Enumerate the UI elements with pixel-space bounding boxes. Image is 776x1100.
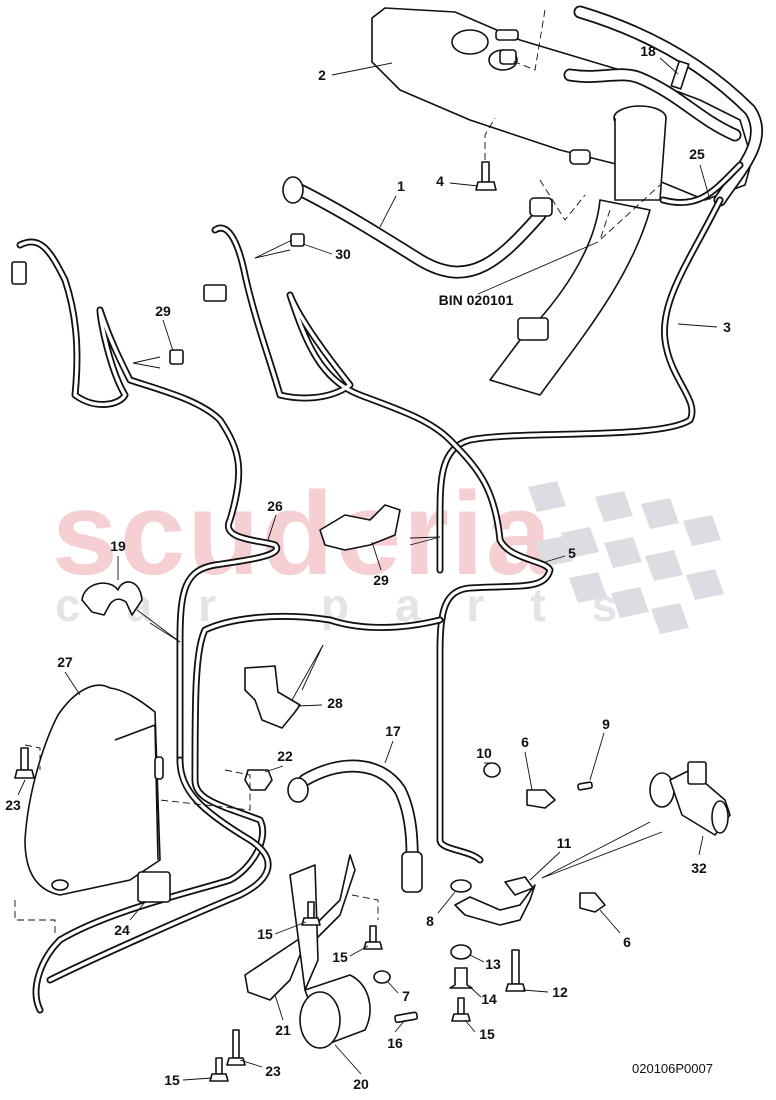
fuel-hose-1 bbox=[282, 176, 553, 279]
pipe-end-connector bbox=[11, 261, 27, 285]
clip-29 bbox=[169, 349, 184, 365]
callout-29: 29 bbox=[155, 303, 171, 319]
callout-28: 28 bbox=[327, 695, 343, 711]
pipe-end-connector bbox=[203, 284, 227, 302]
callout-24: 24 bbox=[114, 922, 130, 938]
callout-5: 5 bbox=[568, 545, 576, 561]
clip-6 bbox=[579, 892, 606, 913]
filler-neck bbox=[489, 199, 651, 396]
callout-15: 15 bbox=[257, 926, 273, 942]
callout-9: 9 bbox=[602, 716, 610, 732]
callout-15: 15 bbox=[164, 1072, 180, 1088]
callout-11: 11 bbox=[556, 835, 572, 851]
leader-lines bbox=[17, 57, 718, 1081]
callout-8: 8 bbox=[426, 913, 434, 929]
assembly-dash-lines bbox=[14, 9, 661, 935]
callout-12: 12 bbox=[552, 984, 568, 1000]
callout-10: 10 bbox=[476, 745, 492, 761]
nut-22 bbox=[244, 769, 273, 791]
hose-17 bbox=[287, 759, 423, 893]
grommet-13 bbox=[450, 944, 472, 960]
callout-26: 26 bbox=[267, 498, 283, 514]
bolt-15 bbox=[209, 1057, 229, 1082]
clip-6 bbox=[526, 789, 556, 809]
charcoal-canister-27 bbox=[24, 684, 164, 896]
callout-22: 22 bbox=[277, 748, 293, 764]
callout-4: 4 bbox=[436, 173, 444, 189]
bolt-23 bbox=[14, 747, 35, 779]
screw-9 bbox=[577, 781, 593, 791]
callout-25: 25 bbox=[689, 146, 705, 162]
bolt-12 bbox=[505, 949, 526, 992]
callout-15: 15 bbox=[479, 1026, 495, 1042]
callout-16: 16 bbox=[387, 1035, 403, 1051]
clip-30 bbox=[290, 233, 305, 247]
callout-1: 1 bbox=[397, 178, 405, 194]
callout-27: 27 bbox=[57, 654, 73, 670]
checkered-flag-icon bbox=[528, 481, 724, 634]
bolt-23 bbox=[226, 1029, 246, 1066]
callout-3: 3 bbox=[723, 319, 731, 335]
label-sticker-18 bbox=[670, 60, 690, 90]
screw-16 bbox=[394, 1011, 418, 1024]
connector-32 bbox=[649, 761, 731, 836]
callout-20: 20 bbox=[353, 1076, 369, 1092]
callout-13: 13 bbox=[485, 956, 501, 972]
callout-15: 15 bbox=[332, 949, 348, 965]
callout-6: 6 bbox=[521, 734, 529, 750]
callout-29: 29 bbox=[373, 572, 389, 588]
pipe-clip-19 bbox=[81, 581, 143, 616]
callout-17: 17 bbox=[385, 723, 401, 739]
bolt-15 bbox=[451, 997, 471, 1022]
callout-14: 14 bbox=[481, 991, 497, 1007]
upper-hose-line bbox=[563, 5, 763, 207]
callout-7: 7 bbox=[402, 988, 410, 1004]
bolt-4 bbox=[475, 161, 497, 191]
drawing-code: 020106P0007 bbox=[632, 1061, 713, 1076]
cap-10 bbox=[483, 762, 501, 778]
bolt-15 bbox=[363, 925, 383, 950]
holder-28 bbox=[244, 665, 301, 729]
retainer-24 bbox=[137, 871, 171, 903]
fuel-tank bbox=[371, 7, 753, 201]
hose-clamp-7 bbox=[373, 970, 391, 984]
clip-29-bracket bbox=[319, 504, 401, 551]
fuel-filter-20 bbox=[299, 974, 371, 1049]
bolt-15 bbox=[301, 901, 321, 926]
callout-30: 30 bbox=[335, 246, 351, 262]
spacer-14 bbox=[449, 967, 473, 989]
callout-2: 2 bbox=[318, 67, 326, 83]
callout-19: 19 bbox=[110, 538, 126, 554]
callout-32: 32 bbox=[691, 860, 707, 876]
callout-6: 6 bbox=[623, 934, 631, 950]
reference-note: BIN 020101 bbox=[438, 292, 514, 308]
callout-23: 23 bbox=[265, 1063, 281, 1079]
callout-23: 23 bbox=[5, 797, 21, 813]
callout-18: 18 bbox=[640, 43, 656, 59]
washer-8 bbox=[450, 879, 472, 893]
filter-bracket-21 bbox=[244, 854, 356, 1001]
bracket-11 bbox=[454, 884, 536, 926]
watermark-brand: scuderia bbox=[52, 468, 554, 600]
callout-21: 21 bbox=[275, 1022, 291, 1038]
